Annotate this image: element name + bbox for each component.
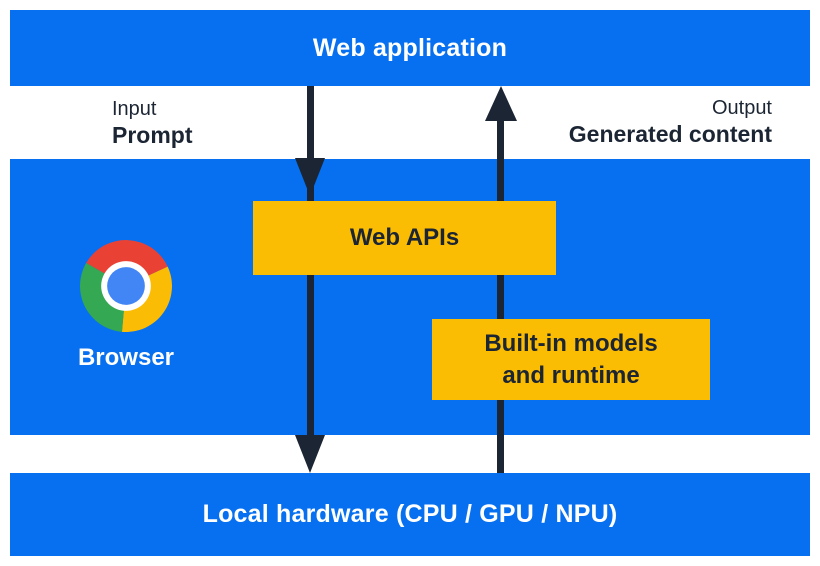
arrow-down-icon bbox=[295, 158, 325, 196]
input-value-label: Prompt bbox=[112, 122, 193, 148]
output-caption: Output bbox=[711, 97, 772, 119]
chrome-logo-icon bbox=[80, 240, 172, 332]
local-hardware-label: Local hardware (CPU / GPU / NPU) bbox=[202, 500, 618, 528]
web-apis-label: Web APIs bbox=[349, 224, 460, 251]
output-labels: Output Generated content bbox=[569, 96, 772, 148]
output-value-label: Generated content bbox=[568, 121, 772, 147]
web-application-label: Web application bbox=[312, 33, 508, 62]
input-caption: Input bbox=[112, 98, 157, 120]
local-hardware-band: Local hardware (CPU / GPU / NPU) bbox=[10, 473, 810, 556]
web-application-band: Web application bbox=[10, 10, 810, 86]
builtin-models-line2: and runtime bbox=[502, 361, 640, 389]
generated-content-flow-arrow-line bbox=[497, 118, 504, 473]
arrow-down-icon bbox=[295, 435, 325, 473]
input-labels: Input Prompt bbox=[112, 97, 193, 149]
browser-label: Browser bbox=[77, 344, 175, 371]
builtin-models-line1: Built-in models bbox=[484, 329, 658, 357]
builtin-models-label: Built-in models and runtime bbox=[484, 328, 657, 392]
builtin-models-box: Built-in models and runtime bbox=[432, 319, 710, 400]
web-apis-box: Web APIs bbox=[253, 201, 556, 275]
arrow-up-icon bbox=[485, 86, 517, 121]
